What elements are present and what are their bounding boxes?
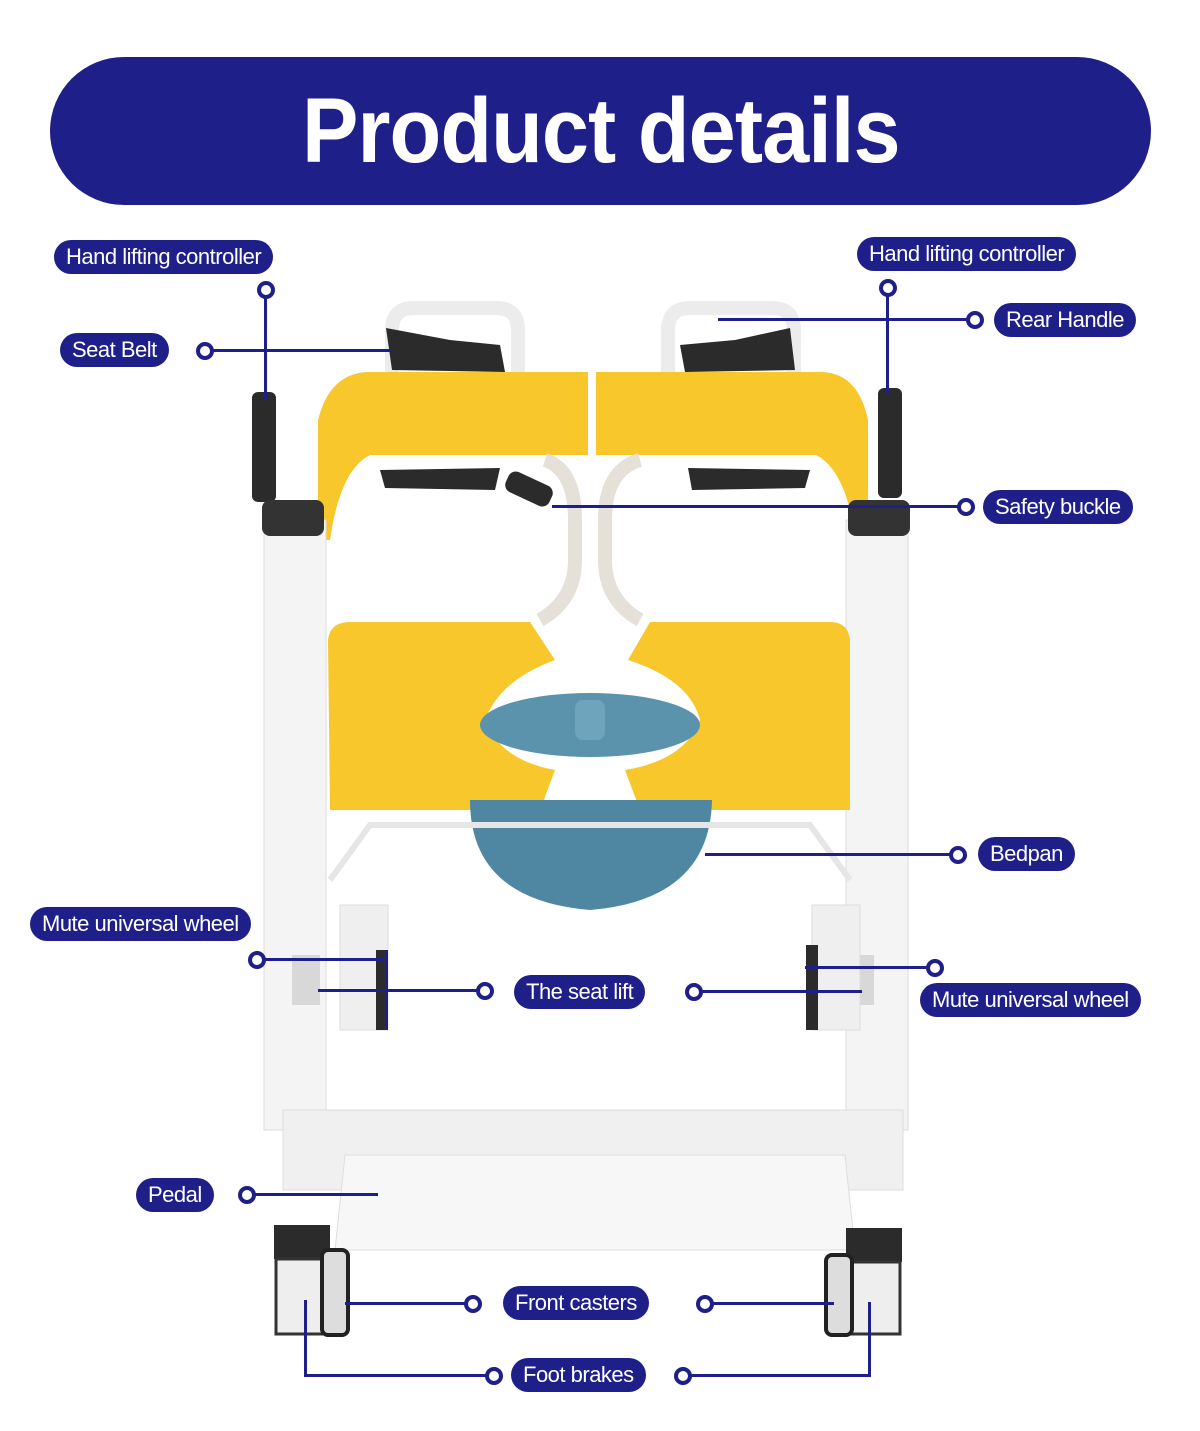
callout-dot [957, 498, 975, 516]
callout-the-seat-lift: The seat lift [514, 975, 646, 1009]
callout-dot [476, 982, 494, 1000]
leader-line [265, 958, 387, 961]
callout-dot [485, 1367, 503, 1385]
leader-line [868, 1302, 871, 1375]
leader-line [552, 505, 959, 508]
leader-line [705, 853, 953, 856]
bedpan-bowl [470, 800, 712, 910]
leader-line [304, 1300, 307, 1375]
leader-line [710, 1302, 834, 1305]
callout-pedal: Pedal [136, 1178, 214, 1212]
page-title: Product details [301, 79, 901, 182]
rear-handle-left [385, 301, 525, 372]
callout-dot [696, 1295, 714, 1313]
pedal-plate [334, 1154, 856, 1251]
seat-belt-strap-left [386, 328, 505, 372]
callout-safety-buckle: Safety buckle [983, 490, 1133, 524]
callout-dot [926, 959, 944, 977]
callout-rear-handle: Rear Handle [994, 303, 1137, 337]
callout-hand-lifting-controller-right: Hand lifting controller [857, 237, 1077, 271]
leader-line [304, 1374, 490, 1377]
hand-controller-left [252, 392, 276, 502]
front-caster-right [846, 1260, 902, 1336]
leader-line [886, 292, 889, 394]
leader-line [345, 1302, 469, 1305]
hand-controller-right [878, 388, 902, 498]
backrest-right [596, 372, 868, 540]
callout-dot [196, 342, 214, 360]
left-post [263, 519, 327, 1131]
front-caster-left [274, 1257, 330, 1336]
callout-mute-universal-wheel-right: Mute universal wheel [920, 983, 1141, 1017]
title-banner: Product details [50, 57, 1151, 205]
leader-line [718, 318, 970, 321]
callout-front-casters: Front casters [503, 1286, 649, 1320]
callout-dot [464, 1295, 482, 1313]
safety-buckle-handle [505, 471, 553, 507]
callout-bedpan: Bedpan [978, 837, 1075, 871]
leader-line [212, 349, 392, 352]
leader-line [264, 290, 267, 400]
callout-dot [949, 846, 967, 864]
callout-foot-brakes: Foot brakes [511, 1358, 646, 1392]
seat-right [625, 622, 850, 810]
callout-dot [248, 951, 266, 969]
callout-hand-lifting-controller-left: Hand lifting controller [54, 240, 274, 274]
leader-line [688, 1374, 871, 1377]
backrest-left [318, 372, 588, 540]
leader-line [250, 1193, 378, 1196]
callout-dot [685, 983, 703, 1001]
callout-dot [879, 279, 897, 297]
callout-seat-belt: Seat Belt [60, 333, 169, 367]
callout-dot [238, 1186, 256, 1204]
leader-line [700, 990, 862, 993]
seat-left [328, 622, 555, 810]
leader-line [318, 989, 478, 992]
callout-dot [674, 1367, 692, 1385]
callout-dot [257, 281, 275, 299]
right-post [845, 519, 909, 1131]
callout-mute-universal-wheel-left: Mute universal wheel [30, 907, 251, 941]
leader-line [805, 966, 930, 969]
seat-belt-strap-right [680, 328, 795, 372]
callout-dot [966, 311, 984, 329]
rear-handle-right [661, 301, 801, 372]
